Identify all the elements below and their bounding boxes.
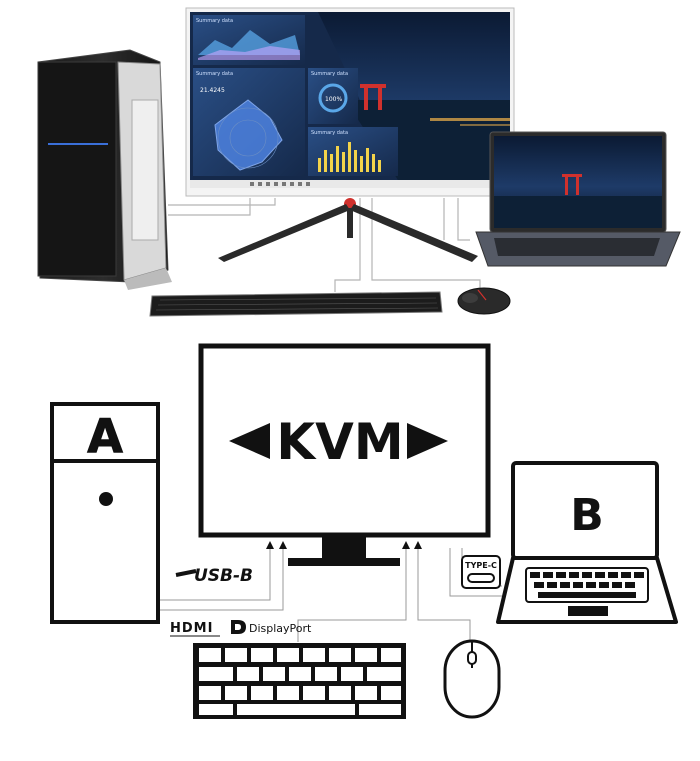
- diagram-keyboard: [193, 643, 406, 719]
- computer-a: A: [50, 402, 160, 624]
- diagram-section: A KVM B: [50, 343, 678, 719]
- power-button-icon: [99, 492, 113, 506]
- usb-b-label: USB-B: [194, 566, 253, 586]
- cable-arrows: [266, 541, 422, 549]
- diagram-mouse: [443, 639, 501, 719]
- displayport-label: DisplayPort: [249, 622, 312, 635]
- typec-port-icon: [467, 573, 495, 583]
- photo-cables: [168, 198, 481, 292]
- touchpad: [568, 606, 608, 616]
- panel-title-3: Summary data: [311, 71, 348, 77]
- hdmi-logo: HDMI: [170, 621, 220, 637]
- panel-title-2: Summary data: [196, 71, 233, 77]
- photo-monitor: Summary data Summary data 21.4245 Summar…: [185, 7, 515, 262]
- displayport-icon: [231, 620, 246, 634]
- computer-a-label: A: [87, 409, 123, 463]
- typec-badge: TYPE-C: [461, 555, 501, 589]
- kvm-label: KVM: [276, 413, 403, 471]
- arrow-left-icon: [229, 423, 270, 459]
- monitor-stat: 21.4245: [200, 87, 225, 94]
- usb-b-logo: USB-B: [175, 566, 253, 586]
- scroll-wheel-icon: [467, 651, 477, 665]
- hdmi-label: HDMI: [170, 621, 213, 636]
- laptop-b-label: B: [570, 490, 604, 541]
- panel-title-4: Summary data: [311, 130, 348, 136]
- kvm-monitor: KVM: [198, 343, 491, 566]
- monitor-gauge: 100%: [325, 96, 342, 103]
- arrow-right-icon: [407, 423, 448, 459]
- photo-section: Summary data Summary data 21.4245 Summar…: [37, 7, 681, 317]
- typec-label: TYPE-C: [465, 561, 497, 570]
- laptop-b: B: [496, 461, 678, 624]
- photo-laptop: [475, 131, 681, 267]
- photo-keyboard: [149, 291, 443, 317]
- photo-mouse: [457, 287, 511, 315]
- panel-title-1: Summary data: [196, 18, 233, 24]
- dashboard-panels: Summary data Summary data 21.4245 Summar…: [193, 15, 398, 176]
- displayport-logo: DisplayPort: [231, 620, 312, 635]
- pc-tower: [37, 49, 172, 290]
